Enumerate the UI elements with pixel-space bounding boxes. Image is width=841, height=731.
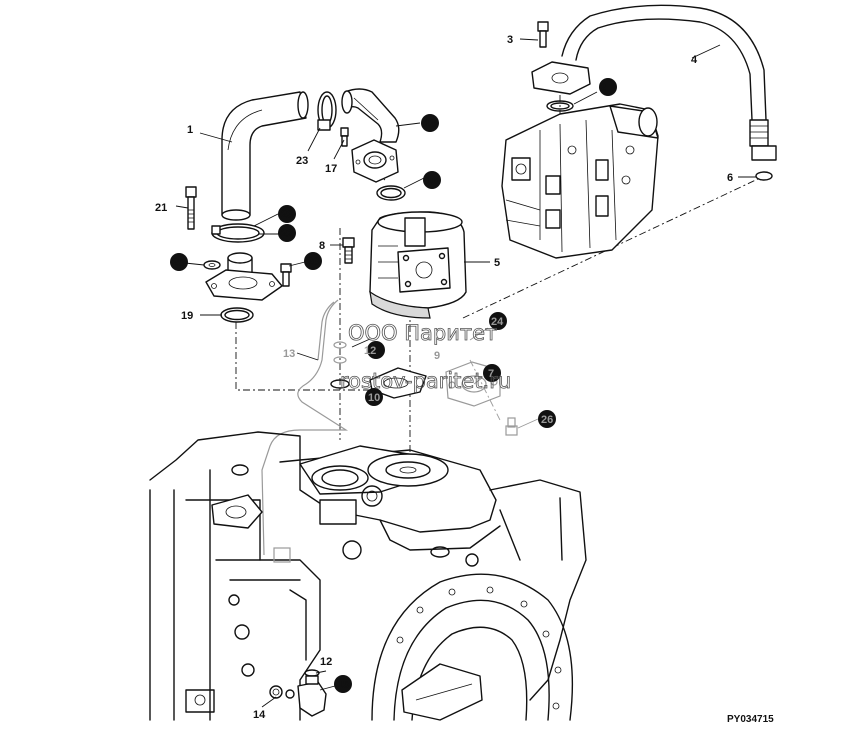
hose-clamp-23 xyxy=(211,223,265,243)
callout-12-top: 12 xyxy=(364,345,376,357)
callout-14: 14 xyxy=(253,709,266,721)
hose-4 xyxy=(561,4,777,161)
leader-lines xyxy=(175,38,756,708)
transmission-housing xyxy=(149,431,587,721)
bolt-3 xyxy=(537,21,549,48)
bolt-20 xyxy=(280,263,292,287)
figure-reference-code: PY034715 xyxy=(727,714,774,725)
flange-18 xyxy=(351,139,399,183)
callout-8: 8 xyxy=(319,240,325,252)
o-ring-top xyxy=(546,100,574,112)
watermark-website: rostov-paritet.ru xyxy=(340,369,511,393)
elbow-fitting-15 xyxy=(297,675,327,717)
o-ring-19 xyxy=(220,307,254,323)
watermark-company: ООО Паритет xyxy=(348,321,497,345)
valve-block-2 xyxy=(501,103,659,259)
callout-3: 3 xyxy=(507,34,513,46)
callout-4: 4 xyxy=(691,54,698,66)
bolt-26 xyxy=(505,417,518,436)
callout-24: 24 xyxy=(491,316,504,328)
pump-5 xyxy=(369,211,467,319)
assembly-axes xyxy=(235,95,761,470)
tube-nut xyxy=(273,547,291,563)
callout-23-top: 23 xyxy=(296,155,308,167)
callout-25: 25 xyxy=(172,257,184,269)
callout-15: 15 xyxy=(337,679,349,691)
callout-20: 20 xyxy=(307,256,319,268)
washer-14 xyxy=(269,685,295,699)
callout-labels: 1 2 3 4 5 6 7 8 9 10 12 12 13 14 15 16 1… xyxy=(155,34,733,721)
hose-elbow-1 xyxy=(221,91,309,221)
callout-12-bottom: 12 xyxy=(320,656,332,668)
callout-2: 2 xyxy=(600,82,606,94)
watermark: ООО Паритет rostov-paritet.ru xyxy=(340,321,512,394)
washer-25 xyxy=(203,260,221,270)
callout-16: 16 xyxy=(426,175,438,187)
callout-26: 26 xyxy=(541,414,553,426)
callout-19: 19 xyxy=(181,310,193,322)
callout-1: 1 xyxy=(187,124,193,136)
callout-13: 13 xyxy=(283,348,295,360)
bolt-17 xyxy=(340,127,349,147)
callout-7: 7 xyxy=(488,368,494,380)
tube-fittings xyxy=(330,341,350,389)
o-ring-6 xyxy=(755,171,773,181)
callout-21: 21 xyxy=(155,202,167,214)
callout-9: 9 xyxy=(434,350,440,362)
callout-17: 17 xyxy=(325,163,337,175)
flange-plate xyxy=(205,269,283,301)
callout-markers xyxy=(170,78,617,693)
callout-6: 6 xyxy=(727,172,733,184)
callout-22: 22 xyxy=(281,228,293,240)
callout-5: 5 xyxy=(494,257,500,269)
hose-18 xyxy=(341,88,400,143)
flange-fitting-top xyxy=(531,61,591,95)
callout-10: 10 xyxy=(368,392,380,404)
hose-clamp-23-top xyxy=(317,91,337,131)
o-ring-16 xyxy=(376,185,406,201)
callout-23-bottom: 23 xyxy=(281,209,293,221)
bolt-21 xyxy=(185,186,197,230)
callout-18: 18 xyxy=(424,118,436,130)
flange-7 xyxy=(445,361,501,407)
tube-13 xyxy=(261,299,349,556)
bolt-8 xyxy=(342,237,355,264)
